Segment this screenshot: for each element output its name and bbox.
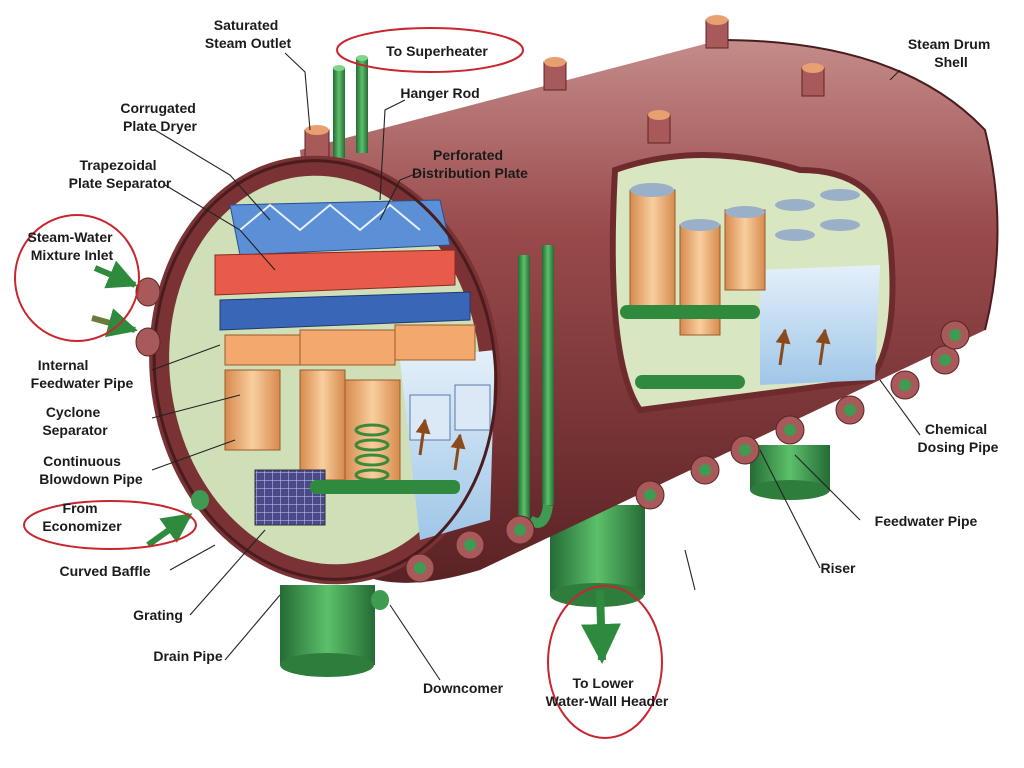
label-drain-pipe: Drain Pipe [153, 648, 222, 664]
front-cross-section [149, 155, 501, 585]
flow-arrows [91, 260, 831, 664]
cyclone-separators [224, 369, 401, 491]
internal-feedwater-pipe [310, 480, 460, 494]
labels: Saturated Steam Outlet To Superheater St… [28, 17, 999, 709]
label-to-lower-water-wall-header: To Lower Water-Wall Header [546, 675, 669, 709]
label-feedwater-pipe: Feedwater Pipe [875, 513, 978, 529]
label-to-superheater: To Superheater [386, 43, 488, 59]
riser-nozzles [405, 320, 970, 583]
label-from-economizer: From Economizer [42, 500, 122, 534]
highlight-rings [14, 27, 663, 739]
label-riser: Riser [820, 560, 856, 576]
rear-cutaway [609, 152, 896, 414]
grating [254, 469, 326, 526]
trapezoidal-plate-separator [224, 324, 476, 366]
corrugated-plate-dryer [214, 199, 456, 296]
label-perforated-distribution-plate: Perforated Distribution Plate [412, 147, 528, 181]
rear-cyclone-separators [629, 183, 860, 336]
saturated-steam-outlet-pipes [333, 55, 368, 158]
perforated-distribution-plate [219, 291, 471, 331]
top-nozzles [304, 15, 825, 161]
leader-lines [151, 52, 921, 681]
label-saturated-steam-outlet: Saturated Steam Outlet [205, 17, 292, 51]
label-chemical-dosing-pipe: Chemical Dosing Pipe [918, 421, 999, 455]
label-cyclone-separator: Cyclone Separator [42, 404, 108, 438]
label-downcomer: Downcomer [423, 680, 504, 696]
label-steam-water-mixture-inlet: Steam-Water Mixture Inlet [28, 229, 117, 263]
downcomer-pipes [280, 445, 830, 677]
middle-vertical-pipes [518, 245, 554, 528]
label-internal-feedwater-pipe: Internal Feedwater Pipe [31, 357, 134, 391]
label-continuous-blowdown-pipe: Continuous Blowdown Pipe [39, 453, 143, 487]
label-hanger-rod: Hanger Rod [400, 85, 479, 101]
left-inlet-nozzles [135, 277, 389, 610]
label-curved-baffle: Curved Baffle [59, 563, 150, 579]
label-grating: Grating [133, 607, 183, 623]
label-trapezoidal-plate-separator: Trapezoidal Plate Separator [69, 157, 172, 191]
label-steam-drum-shell: Steam Drum Shell [908, 36, 994, 70]
label-corrugated-plate-dryer: Corrugated Plate Dryer [120, 100, 199, 134]
